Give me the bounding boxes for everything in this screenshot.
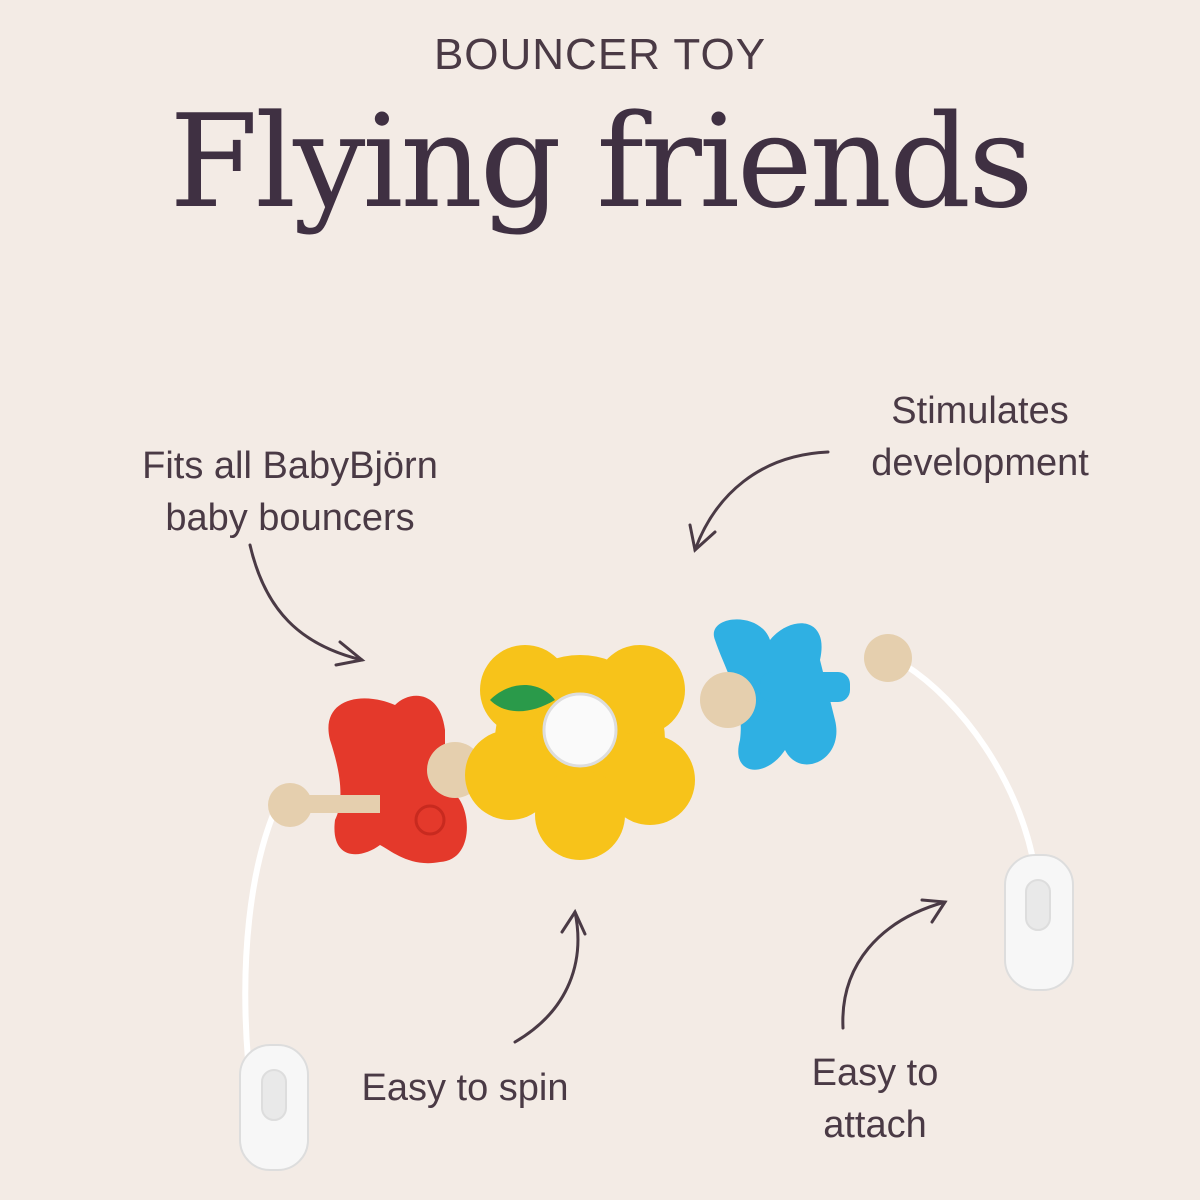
callout-arrows	[248, 450, 948, 1044]
callout-attach-line2: attach	[823, 1104, 927, 1146]
callout-fits-line2: baby bouncers	[165, 497, 415, 539]
page-title: Flying friends	[169, 88, 1033, 237]
leaf	[490, 685, 555, 712]
callout-stimulates: Stimulates development	[830, 385, 1130, 489]
arrow-spin	[513, 910, 580, 1044]
callout-attach-line1: Easy to	[811, 1052, 939, 1094]
callout-fits-line1: Fits all BabyBjörn	[142, 445, 438, 487]
red-butterfly	[268, 695, 483, 864]
spinner-ball	[542, 692, 618, 768]
yellow-flower	[465, 645, 695, 860]
callout-attach: Easy to attach	[775, 1047, 975, 1151]
callout-fits: Fits all BabyBjörn baby bouncers	[100, 440, 480, 544]
arrow-stimulates	[693, 450, 830, 552]
callout-stimulates-line1: Stimulates	[891, 390, 1069, 432]
blue-butterfly	[700, 619, 912, 770]
callout-stimulates-line2: development	[871, 442, 1089, 484]
callout-spin: Easy to spin	[361, 1067, 569, 1109]
wire-bar	[242, 662, 1038, 1061]
left-clip	[239, 1044, 309, 1171]
wood-bead	[700, 672, 756, 728]
arrow-attach	[841, 900, 947, 1030]
eyebrow-heading: BOUNCER TOY	[433, 30, 767, 79]
wood-bead-right	[864, 634, 912, 682]
right-clip	[1004, 854, 1074, 991]
arrow-fits	[248, 543, 364, 662]
